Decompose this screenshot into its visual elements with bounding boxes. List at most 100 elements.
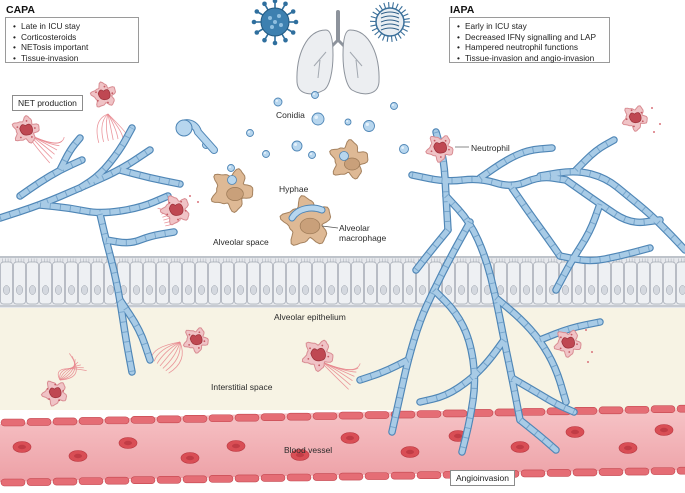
virus-spike-tip bbox=[293, 19, 299, 25]
blood-vessel-layer bbox=[0, 404, 685, 487]
epithelial-cell bbox=[78, 261, 91, 305]
epithelial-cell bbox=[13, 261, 26, 305]
iapa-info-box: Early in ICU stayDecreased IFNγ signalli… bbox=[449, 17, 610, 63]
endothelial-cell bbox=[364, 472, 390, 480]
conidium bbox=[308, 151, 316, 159]
capa-feature-item: Tissue-invasion bbox=[13, 53, 132, 64]
virus-spike-tip bbox=[283, 1, 288, 7]
hypha-septa bbox=[119, 167, 181, 187]
neutrophil-granule bbox=[439, 156, 442, 158]
epithelial-nucleus bbox=[16, 285, 23, 295]
epithelial-cell bbox=[364, 261, 377, 305]
endothelial-cell bbox=[416, 471, 442, 480]
neutrophil-granule bbox=[33, 127, 36, 129]
virus-spike bbox=[377, 33, 383, 39]
hypha bbox=[573, 137, 617, 173]
granule-release bbox=[197, 201, 199, 203]
alveolar-macrophage-label: Alveolar macrophage bbox=[339, 223, 387, 243]
conidium bbox=[344, 118, 352, 126]
neutrophil-granule bbox=[448, 148, 450, 151]
erythrocyte-center bbox=[454, 433, 462, 439]
erythrocyte-center bbox=[296, 452, 304, 458]
conidium bbox=[291, 140, 303, 152]
virus-spike bbox=[397, 33, 402, 39]
granule-release bbox=[591, 351, 593, 353]
epithelial-cell bbox=[195, 261, 208, 305]
epithelial-nucleus bbox=[107, 285, 114, 295]
epithelial-cell bbox=[156, 261, 169, 305]
virus-spike-tip bbox=[254, 30, 260, 35]
epithelial-cell bbox=[221, 261, 234, 305]
epithelial-cell bbox=[572, 261, 585, 305]
conidia-label: Conidia bbox=[276, 110, 305, 120]
epithelial-cell bbox=[247, 261, 260, 305]
neutrophil-granule bbox=[433, 139, 436, 142]
hypha bbox=[357, 357, 411, 383]
virus-rna bbox=[380, 27, 400, 31]
hyphae-network bbox=[0, 124, 685, 456]
macrophage-nucleus bbox=[344, 157, 360, 171]
epithelial-cell bbox=[234, 261, 247, 305]
iapa-feature-item: Decreased IFNγ signalling and LAP bbox=[457, 32, 603, 43]
neutrophil-granule bbox=[180, 200, 183, 203]
erythrocyte-center bbox=[186, 455, 194, 461]
epithelial-cell bbox=[338, 261, 351, 305]
neutrophil-nucleus bbox=[19, 123, 33, 136]
endothelial-cell bbox=[312, 473, 338, 481]
virus-spike bbox=[400, 9, 407, 14]
engulfed-hypha bbox=[289, 205, 325, 221]
neutrophil-nucleus bbox=[48, 387, 62, 399]
virus-spike bbox=[383, 2, 387, 9]
epithelial-cell bbox=[260, 261, 273, 305]
epithelial-cell bbox=[325, 261, 338, 305]
virus-spike bbox=[400, 30, 406, 36]
hypha bbox=[77, 125, 135, 191]
endothelial-cell bbox=[572, 468, 598, 477]
epithelial-cell bbox=[169, 261, 182, 305]
epithelial-nucleus bbox=[172, 285, 179, 295]
granule-release bbox=[587, 361, 589, 363]
epithelial-nucleus bbox=[276, 285, 283, 295]
epithelial-cell bbox=[390, 261, 403, 305]
neutrophil-granule bbox=[307, 357, 310, 360]
capa-info-box: Late in ICU stayCorticosteroidsNETosis i… bbox=[5, 17, 139, 63]
neutrophil-granule bbox=[103, 85, 106, 88]
neutrophil-granule bbox=[96, 99, 99, 102]
hypha bbox=[0, 147, 153, 221]
net-fibre bbox=[165, 341, 181, 372]
neutrophil-granule bbox=[177, 218, 179, 221]
virus-spike bbox=[398, 5, 403, 12]
virus-spike bbox=[386, 35, 389, 42]
neutrophil-granule bbox=[48, 398, 50, 400]
neutrophil-granule bbox=[62, 390, 65, 392]
neutrophil-granule bbox=[16, 126, 19, 128]
hypha-septa bbox=[509, 186, 563, 258]
epithelial-cell bbox=[91, 261, 104, 305]
neutrophil-granule bbox=[570, 333, 573, 336]
erythrocyte-center bbox=[516, 444, 524, 450]
net-fibre bbox=[153, 341, 181, 362]
virus-spike-tip bbox=[254, 9, 260, 14]
virus-spike bbox=[403, 17, 410, 21]
epithelial-nucleus bbox=[250, 285, 257, 295]
iapa-feature-item: Tissue-invasion and angio-invasion bbox=[457, 53, 603, 64]
neutrophil-granule bbox=[444, 139, 447, 142]
endothelial-cell bbox=[650, 405, 676, 414]
hypha bbox=[517, 417, 559, 453]
virus-icons bbox=[251, 0, 410, 46]
lungs-icon bbox=[296, 10, 380, 95]
epithelial-cell bbox=[611, 261, 624, 305]
erythrocyte-center bbox=[18, 444, 26, 450]
virus-spike bbox=[390, 35, 393, 42]
endothelial-cell bbox=[104, 476, 130, 485]
neutrophil-granule bbox=[633, 125, 635, 128]
epithelial-cell bbox=[351, 261, 364, 305]
bronchioles bbox=[313, 51, 363, 79]
neutrophil-label: Neutrophil bbox=[471, 143, 510, 153]
net-fibre bbox=[107, 113, 119, 140]
virus-surface-dot bbox=[273, 20, 277, 24]
epithelial-cell bbox=[533, 261, 546, 305]
conidium-highlight bbox=[365, 122, 369, 126]
epithelial-cell bbox=[299, 261, 312, 305]
endothelial-cell bbox=[338, 472, 364, 481]
